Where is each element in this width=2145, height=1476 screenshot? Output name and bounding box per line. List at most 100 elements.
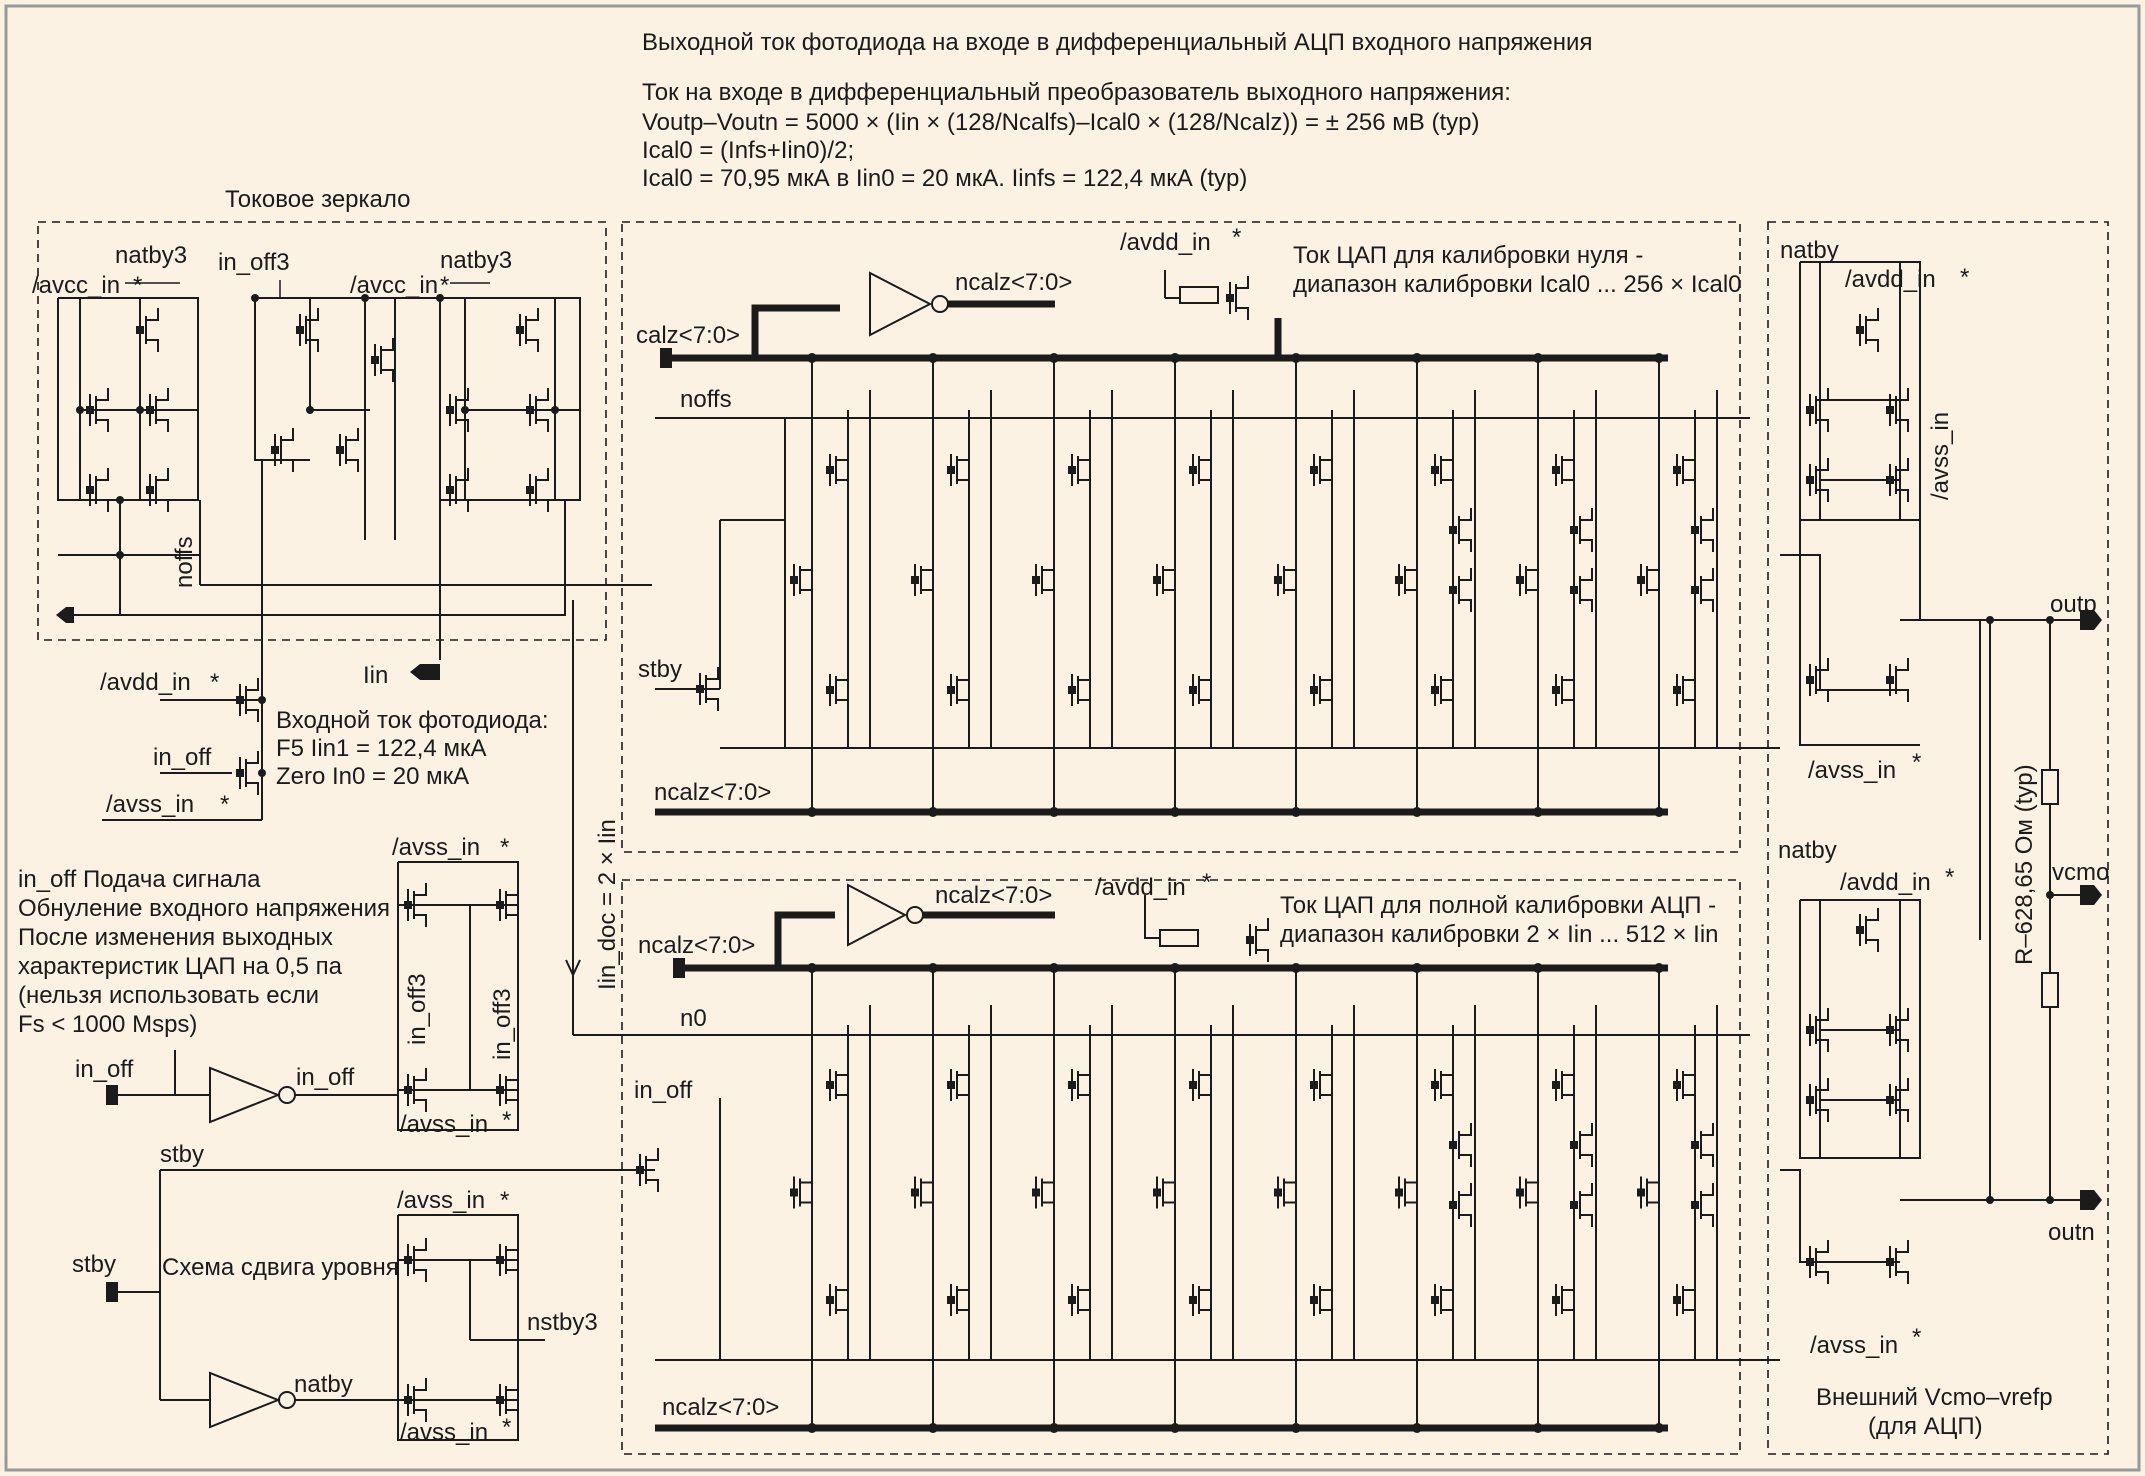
inverter-symbol bbox=[209, 1066, 281, 1124]
photodiode-stage bbox=[102, 640, 266, 821]
transistor-symbol bbox=[1189, 1278, 1212, 1322]
net-label: vcmo bbox=[2052, 859, 2109, 886]
transistor-symbol bbox=[516, 308, 539, 352]
net-label: nstby3 bbox=[527, 1309, 598, 1336]
transistor-symbol bbox=[1673, 448, 1696, 492]
transistor-symbol bbox=[1068, 668, 1091, 712]
net-label: * bbox=[502, 1414, 511, 1441]
transistor-symbol bbox=[1886, 1008, 1909, 1052]
net-label: * bbox=[1202, 869, 1211, 896]
photodiode-caption: Zero In0 = 20 мкА bbox=[276, 763, 469, 790]
transistor-symbol bbox=[404, 1378, 427, 1422]
resistor-symbol bbox=[1159, 929, 1199, 947]
outer-border bbox=[4, 4, 2141, 1472]
net-label: * bbox=[1232, 224, 1241, 251]
net-label: /avdd_in bbox=[1840, 869, 1931, 896]
transistor-symbol bbox=[947, 1278, 970, 1322]
transistor-symbol bbox=[1310, 1278, 1333, 1322]
transistor-symbol bbox=[1449, 1183, 1472, 1227]
net-label: ncalz<7:0> bbox=[935, 882, 1052, 909]
current-mirror bbox=[56, 280, 652, 680]
transistor-symbol bbox=[1189, 1063, 1212, 1107]
net-label: * bbox=[500, 1187, 509, 1214]
vcmo-pin bbox=[2080, 885, 2102, 905]
dac-zero-branches bbox=[790, 353, 1718, 817]
transistor-symbol bbox=[947, 668, 970, 712]
net-label: in_off bbox=[153, 744, 212, 771]
transistor-symbol bbox=[236, 751, 259, 795]
resistor-symbol bbox=[2041, 972, 2059, 1008]
transistor-symbol bbox=[911, 1170, 934, 1215]
net-label: natby bbox=[294, 1371, 353, 1398]
transistor-symbol bbox=[1431, 668, 1454, 712]
transistor-symbol bbox=[496, 883, 519, 927]
photodiode-caption: Входной ток фотодиода: bbox=[276, 707, 549, 734]
net-label: * bbox=[1912, 749, 1921, 776]
net-label: * bbox=[220, 791, 229, 818]
transistor-symbol bbox=[146, 468, 169, 512]
transistor-symbol bbox=[1431, 448, 1454, 492]
net-label: /avss_in bbox=[400, 1111, 488, 1138]
dac-full-caption: Ток ЦАП для полной калибровки АЦП - bbox=[1280, 892, 1716, 919]
transistor-symbol bbox=[1570, 1183, 1593, 1227]
transistor-symbol bbox=[1886, 1078, 1909, 1122]
net-label: * bbox=[210, 669, 219, 696]
transistor-symbol bbox=[1856, 308, 1879, 352]
transistor-symbol bbox=[1673, 1063, 1696, 1107]
transistor-symbol bbox=[1431, 1063, 1454, 1107]
transistor-symbol bbox=[1153, 558, 1176, 602]
transistor-symbol bbox=[236, 678, 259, 722]
transistor-symbol bbox=[826, 1063, 849, 1107]
net-label: /avss_in bbox=[1810, 1332, 1898, 1359]
transistor-symbol bbox=[1246, 918, 1269, 962]
transistor-symbol bbox=[1189, 448, 1212, 492]
net-label: natby bbox=[1780, 237, 1839, 264]
net-label: natby3 bbox=[440, 247, 512, 274]
dac-zero bbox=[655, 270, 1780, 816]
transistor-symbol bbox=[1068, 1063, 1091, 1107]
transistor-symbol bbox=[636, 1148, 659, 1192]
net-label: /avss_in bbox=[1808, 757, 1896, 784]
net-label: ncalz<7:0> bbox=[955, 269, 1072, 296]
net-label: stby bbox=[638, 656, 682, 683]
transistor-symbol bbox=[790, 558, 813, 602]
ncalz-pin bbox=[673, 958, 685, 978]
transistor-symbol bbox=[1637, 1170, 1660, 1215]
transistor-symbol bbox=[1886, 658, 1909, 702]
mirror-block bbox=[37, 221, 607, 641]
net-label: stby bbox=[160, 1141, 204, 1168]
transistor-symbol bbox=[1226, 276, 1249, 320]
transistor-symbol bbox=[1673, 668, 1696, 712]
formula-line: Ical0 = 70,95 мкА в Iin0 = 20 мкА. Iinfs… bbox=[642, 165, 1247, 192]
net-label: calz<7:0> bbox=[636, 322, 740, 349]
net-label: in_off bbox=[296, 1064, 355, 1091]
inoff-level-shifter bbox=[106, 861, 519, 1131]
net-label: ncalz<7:0> bbox=[638, 932, 755, 959]
transistor-symbol bbox=[790, 1170, 813, 1215]
transistor-symbol bbox=[496, 1068, 519, 1112]
net-label: in_off3 bbox=[404, 973, 431, 1045]
transistor-symbol bbox=[1806, 1078, 1829, 1122]
net-label: /avdd_in bbox=[1120, 229, 1211, 256]
transistor-symbol bbox=[146, 388, 169, 432]
net-label: Iin bbox=[363, 662, 388, 689]
transistor-symbol bbox=[1806, 1240, 1829, 1284]
inoff-note: in_off Подача сигнала bbox=[18, 866, 261, 893]
transistor-symbol bbox=[404, 1068, 427, 1112]
transistor-symbol bbox=[826, 1278, 849, 1322]
transistor-symbol bbox=[1274, 1170, 1297, 1215]
transistor-symbol bbox=[696, 667, 719, 711]
net-label: /avss_in bbox=[1927, 412, 1954, 500]
net-label: ncalz<7:0> bbox=[662, 1394, 779, 1421]
net-label: outp bbox=[2050, 591, 2097, 618]
net-label: /avss_in bbox=[397, 1187, 485, 1214]
mirror-transistors bbox=[86, 276, 1909, 1422]
dac-zero-caption: Ток ЦАП для калибровки нуля - bbox=[1293, 242, 1643, 269]
transistor-symbol bbox=[446, 468, 469, 512]
transistor-symbol bbox=[1806, 388, 1829, 432]
outn-pin bbox=[2080, 1190, 2102, 1210]
transistor-symbol bbox=[1449, 568, 1472, 612]
inoff-note: После изменения выходных bbox=[18, 924, 333, 951]
transistor-symbol bbox=[296, 308, 319, 352]
photodiode-caption: F5 Iin1 = 122,4 мкА bbox=[276, 735, 486, 762]
